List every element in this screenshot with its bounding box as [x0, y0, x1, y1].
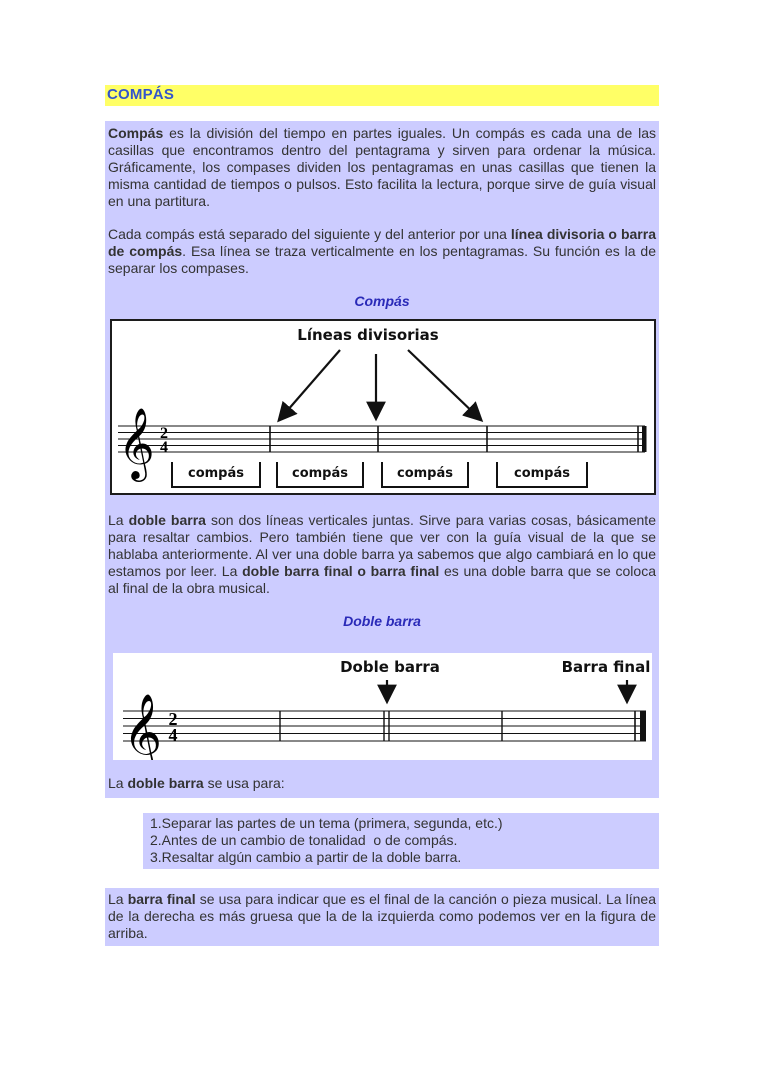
doble-barra-heading: Doble barra	[343, 613, 421, 629]
time-signature-bottom: 4	[169, 725, 178, 745]
barra-final-post: se usa para indicar que es el final de l…	[108, 891, 656, 941]
divisoria-post: . Esa línea se traza verticalmente en lo…	[108, 243, 657, 276]
usage-post: se usa para:	[203, 775, 285, 791]
measure-bracket	[276, 462, 364, 488]
treble-clef-icon: 𝄞	[118, 406, 155, 482]
title-highlight: COMPÁS	[105, 85, 659, 106]
usage-intro: La doble barra se usa para:	[108, 775, 656, 794]
time-signature-bottom: 4	[160, 439, 168, 456]
list-item: 3.Resaltar algún cambio a partir de la d…	[150, 849, 462, 865]
term-linea-divisoria: línea divisoria o barra de compás	[108, 226, 656, 259]
divisoria-paragraph: Cada compás está separado del siguiente …	[108, 226, 656, 277]
doble-barra-mid: son dos líneas verticales juntas. Sirve …	[108, 512, 656, 579]
time-signature-top: 2	[160, 425, 168, 442]
time-signature-top: 2	[169, 709, 178, 729]
barra-final-pre: La	[108, 891, 128, 907]
term-doble-barra-usage: doble barra	[127, 775, 204, 791]
doble-barra-figure: Doble barra Barra final 𝄞 2 4	[113, 653, 652, 773]
arrow-right-icon	[407, 349, 484, 423]
measure-brackets	[171, 462, 588, 488]
list-item: 2.Antes de un cambio de tonalidad o de c…	[150, 832, 458, 848]
measure-label: compás	[292, 466, 348, 481]
barra-final-paragraph: La barra final se usa para indicar que e…	[105, 888, 659, 946]
treble-clef-icon: 𝄞	[123, 693, 162, 760]
page-title: COMPÁS	[107, 86, 175, 103]
doble-barra-pre: La	[108, 512, 129, 528]
intro-paragraph: Compás es la división del tiempo en part…	[108, 125, 656, 210]
compas-figure: Líneas divisorias 𝄞 2 4 compás	[110, 319, 656, 495]
doble-barra-post: es una doble barra que se coloca al fina…	[108, 563, 656, 596]
double-barline	[383, 711, 390, 741]
term-doble-barra-final: doble barra final o barra final	[242, 563, 440, 579]
term-compas: Compás	[108, 125, 164, 141]
document-page: COMPÁS Compás es la división del tiempo …	[105, 85, 659, 946]
term-barra-final: barra final	[127, 891, 196, 907]
doble-barra-label: Doble barra	[340, 658, 440, 676]
list-item: 1.Separar las partes de un tema (primera…	[150, 815, 503, 831]
divisoria-pre: Cada compás está separado del siguiente …	[108, 226, 511, 242]
measure-bracket	[381, 462, 469, 488]
staff-lines	[118, 425, 645, 453]
measure-labels: compás compás compás compás	[188, 466, 570, 481]
final-barline	[634, 711, 646, 741]
barra-final-label: Barra final	[562, 658, 651, 676]
intro-paragraph-text: es la división del tiempo en partes igua…	[108, 125, 656, 209]
arrow-left-icon	[277, 349, 341, 423]
compas-heading: Compás	[354, 293, 410, 309]
measure-label: compás	[397, 466, 453, 481]
final-barline	[637, 426, 647, 452]
term-doble-barra: doble barra	[128, 512, 206, 528]
usage-pre: La	[108, 775, 128, 791]
lineas-divisorias-label: Líneas divisorias	[297, 326, 439, 344]
measure-label: compás	[514, 466, 570, 481]
measure-bracket	[171, 462, 261, 488]
main-text-block: Compás es la división del tiempo en part…	[105, 121, 659, 798]
measure-label: compás	[188, 466, 244, 481]
usage-list: 1.Separar las partes de un tema (primera…	[143, 813, 659, 869]
measure-bracket	[496, 462, 588, 488]
doble-barra-paragraph: La doble barra son dos líneas verticales…	[108, 512, 656, 597]
